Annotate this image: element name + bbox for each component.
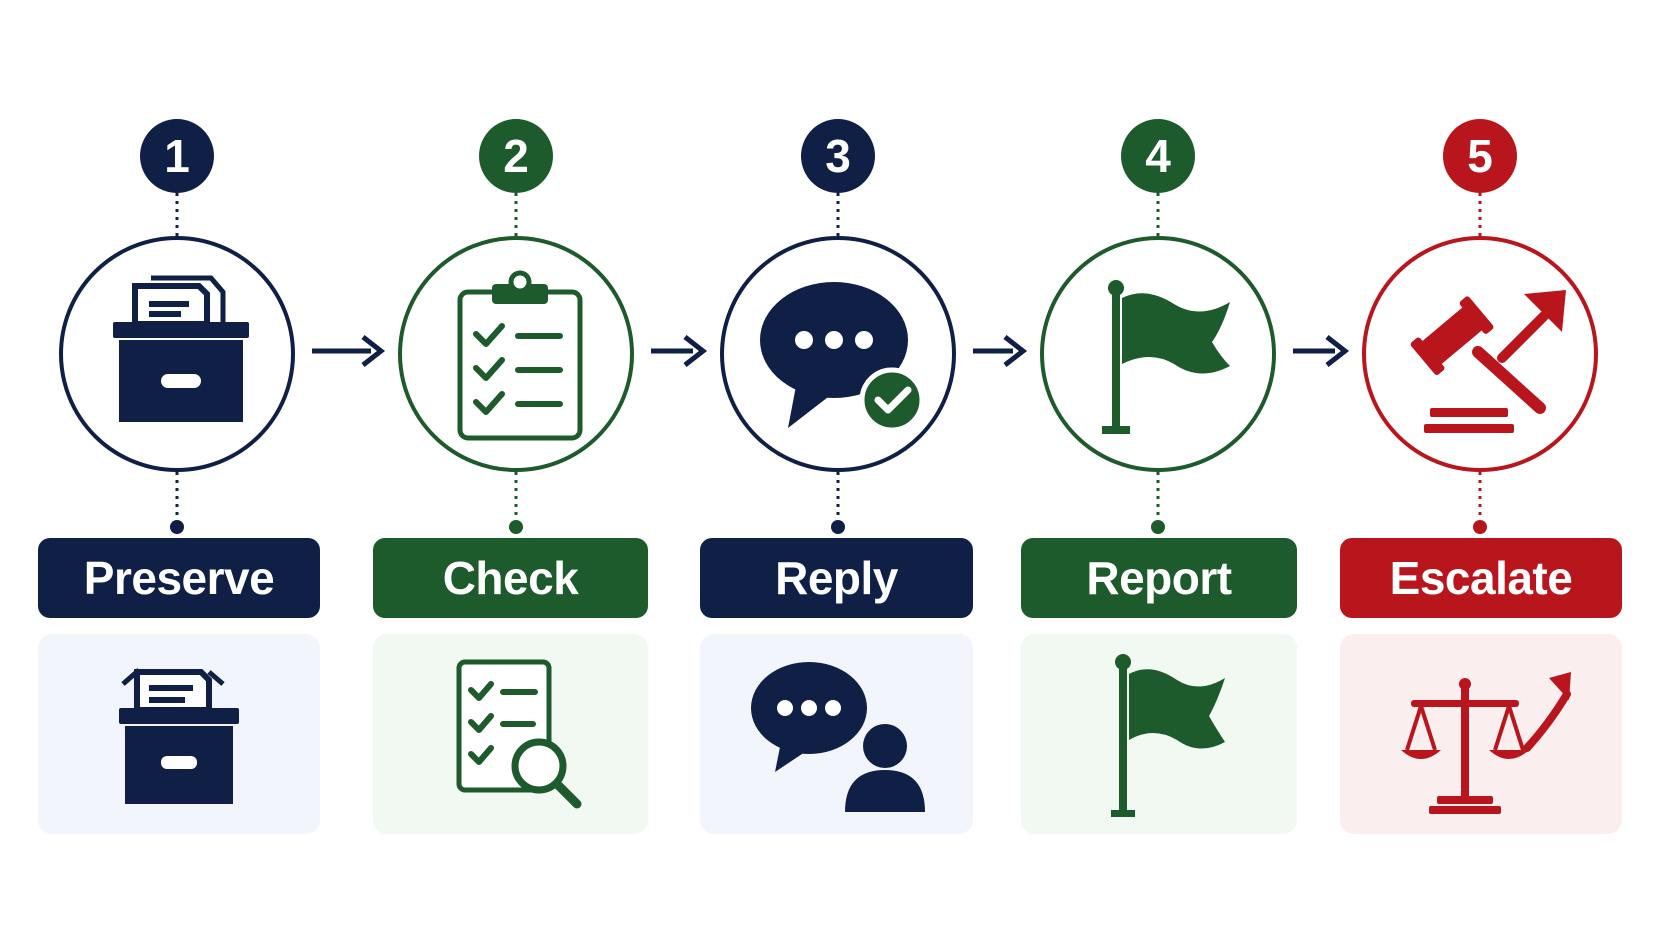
- step-5-icon-circle: [1362, 236, 1598, 472]
- file-cabinet-icon: [119, 668, 239, 804]
- step-4-icon-circle: [1040, 236, 1276, 472]
- step-3-number-badge: 3: [801, 119, 875, 193]
- step-1-icon-circle: [59, 236, 295, 472]
- arrow-right-icon: [683, 335, 708, 367]
- clipboard-checklist-icon: [457, 270, 583, 441]
- step-4-connector-dot: [1151, 520, 1165, 534]
- step-4-detail-panel: [1021, 634, 1297, 834]
- step-3-connector-dot: [831, 520, 845, 534]
- step-2-number-badge: 2: [479, 119, 553, 193]
- arrow-right-icon: [1325, 335, 1350, 367]
- step-1-number-badge: 1: [140, 119, 214, 193]
- step-4-number-badge: 4: [1121, 119, 1195, 193]
- step-1-connector-dot: [170, 520, 184, 534]
- step-4-label: Report: [1021, 538, 1297, 618]
- step-2-icon-circle: [398, 236, 634, 472]
- arrow-right-icon: [361, 335, 386, 367]
- file-cabinet-icon: [113, 275, 249, 422]
- chat-bubble-person-icon: [750, 662, 925, 812]
- step-1-detail-panel: [38, 634, 320, 834]
- step-2-detail-panel: [373, 634, 648, 834]
- step-5-label: Escalate: [1340, 538, 1622, 618]
- gavel-arrow-icon: [1410, 290, 1566, 433]
- flag-icon: [1111, 654, 1225, 817]
- step-1-label: Preserve: [38, 538, 320, 618]
- step-5-number-badge: 5: [1443, 119, 1517, 193]
- flag-icon: [1102, 280, 1230, 434]
- step-2-connector-dot: [509, 520, 523, 534]
- chat-bubble-check-icon: [760, 282, 925, 433]
- step-5-connector-dot: [1473, 520, 1487, 534]
- arrow-right-icon: [1003, 335, 1028, 367]
- document-search-icon: [456, 659, 581, 809]
- scales-arrow-icon: [1401, 672, 1571, 814]
- step-5-detail-panel: [1340, 634, 1622, 834]
- step-3-detail-panel: [700, 634, 973, 834]
- step-3-icon-circle: [720, 236, 956, 472]
- step-3-label: Reply: [700, 538, 973, 618]
- step-2-label: Check: [373, 538, 648, 618]
